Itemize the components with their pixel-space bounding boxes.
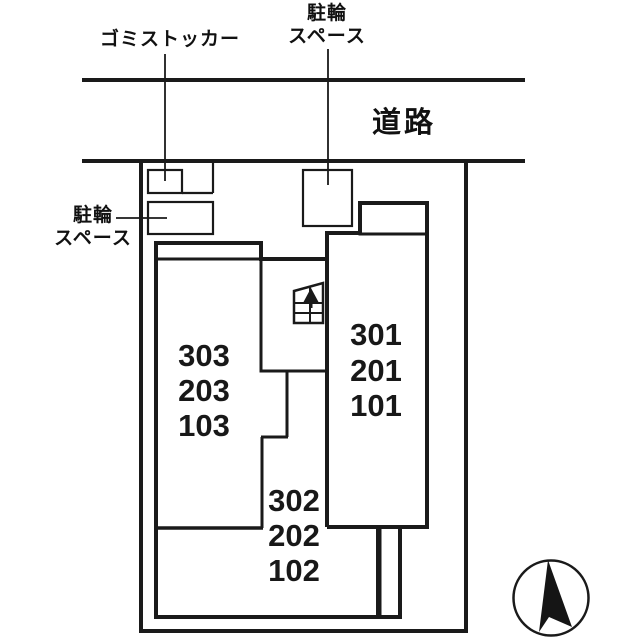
garbage-storage-box xyxy=(146,163,215,195)
unit-number: 302 xyxy=(268,483,320,518)
north-arrow-icon xyxy=(512,559,590,637)
unit-numbers-left-wing: 303 203 103 xyxy=(178,338,230,443)
road-label: 道路 xyxy=(372,107,437,139)
unit-number: 101 xyxy=(350,388,402,423)
unit-number: 102 xyxy=(268,553,320,588)
bicycle-space-left-label-line2: スペース xyxy=(54,228,132,249)
stair-up-arrow-icon xyxy=(303,288,319,302)
unit-number: 203 xyxy=(178,373,230,408)
bicycle-space-top-label-line1: 駐輪 xyxy=(306,3,348,24)
unit-number: 202 xyxy=(268,518,320,553)
unit-numbers-right-wing: 301 201 101 xyxy=(350,317,402,424)
road-lines xyxy=(82,78,525,163)
property-boundary xyxy=(139,161,468,633)
staircase-icon xyxy=(292,281,325,325)
bicycle-space-top-label: 駐輪 スペース xyxy=(288,2,366,48)
unit-number: 301 xyxy=(350,317,402,352)
right-wing-entry-band xyxy=(358,201,429,236)
bottom-right-notch xyxy=(378,525,402,619)
building-footprint xyxy=(154,201,429,619)
bicycle-space-left-label-line1: 駐輪 xyxy=(72,205,114,226)
left-wing-entry-band xyxy=(154,241,263,261)
unit-number: 201 xyxy=(350,352,402,388)
unit-number: 303 xyxy=(178,338,230,373)
bicycle-space-left-label: 駐輪 スペース xyxy=(54,204,132,250)
garbage-storage-label: ゴミストッカー xyxy=(99,29,241,50)
leader-lines xyxy=(116,49,329,219)
bicycle-space-top-label-line2: スペース xyxy=(288,26,366,47)
unit-numbers-middle-wing: 302 202 102 xyxy=(268,483,320,588)
unit-number: 103 xyxy=(178,408,230,443)
